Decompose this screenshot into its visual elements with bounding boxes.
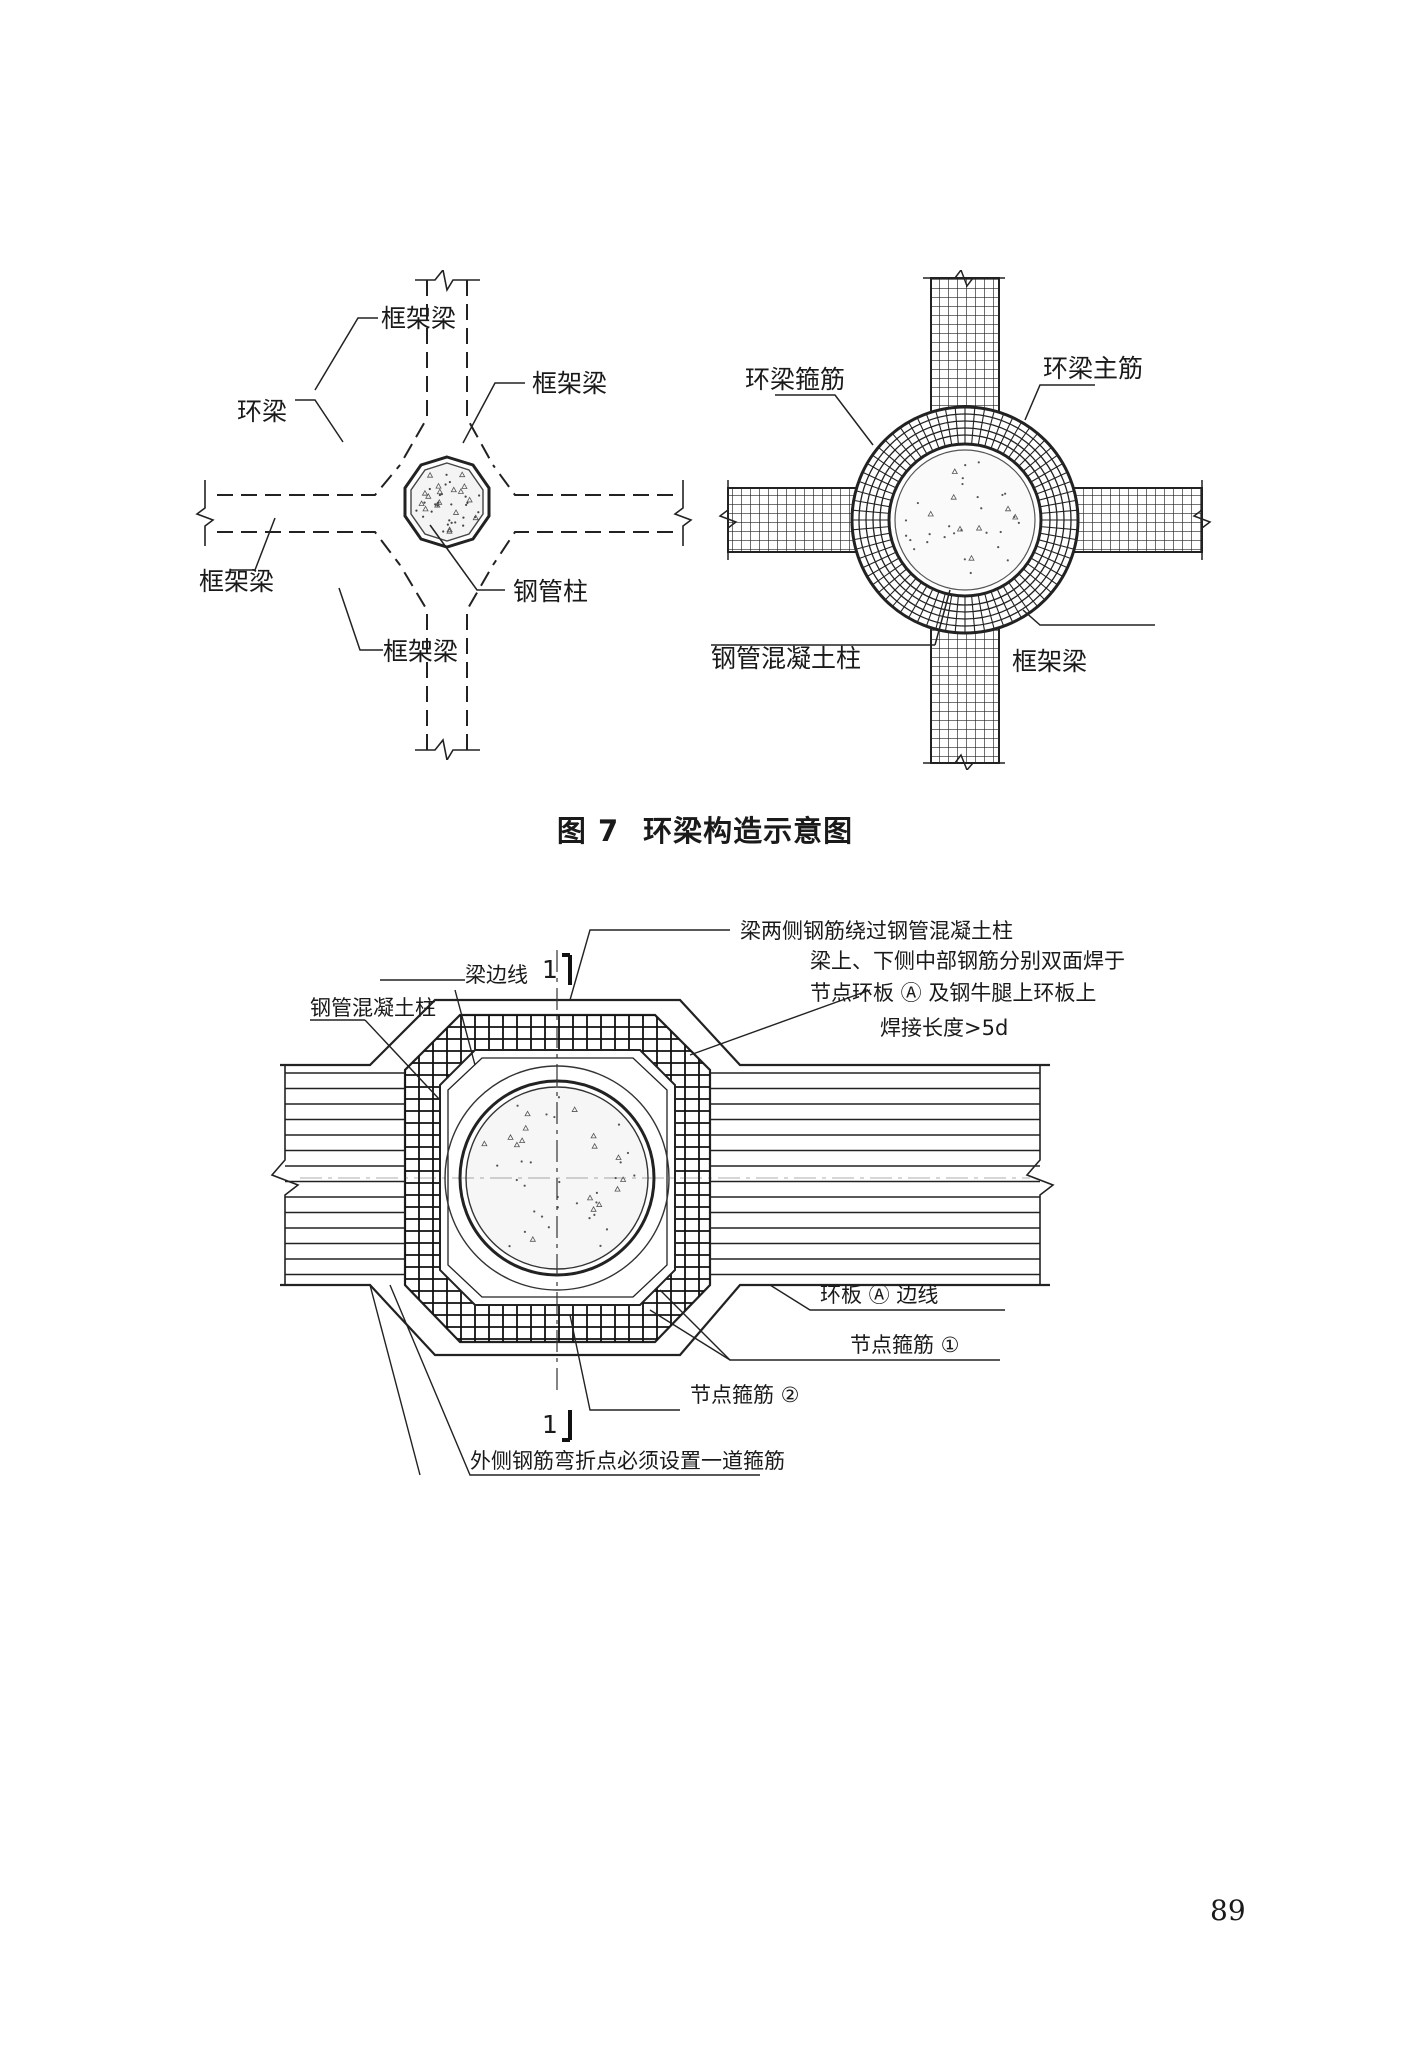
page-number: 89 xyxy=(1210,1894,1246,1927)
label-frame-beam-right: 框架梁 xyxy=(532,369,607,398)
label-ring-stirrup: 环梁箍筋 xyxy=(745,365,845,394)
caption-number: 图 7 xyxy=(556,814,620,848)
ring-beam-reinforcement-schematic: 环梁箍筋 环梁主筋 钢管混凝土柱 框架梁 xyxy=(711,270,1212,770)
label-cfst-column: 钢管混凝土柱 xyxy=(711,644,861,673)
label-ring-plate-edge: 环板 Ⓐ 边线 xyxy=(820,1283,938,1307)
label-steel-column: 钢管柱 xyxy=(513,577,588,606)
section-mark-top: 1 xyxy=(542,955,558,984)
label-frame-beam-left: 框架梁 xyxy=(199,567,274,596)
ring-beam-plan-schematic: 框架梁 环梁 框架梁 框架梁 钢管柱 框架梁 xyxy=(195,270,693,760)
label-node-stirrup-1: 节点箍筋 ① xyxy=(850,1333,960,1357)
label-frame-beam-bottom: 框架梁 xyxy=(383,637,458,666)
label-bars-around-column: 梁两侧钢筋绕过钢管混凝土柱 xyxy=(740,919,1013,943)
label-outer-bar-note: 外侧钢筋弯折点必须设置一道箍筋 xyxy=(470,1449,785,1473)
section-mark-bottom: 1 xyxy=(542,1410,558,1439)
label-weld-note-3: 焊接长度>5d xyxy=(880,1016,1008,1040)
ring-beam-band xyxy=(850,405,1080,635)
label-ring-main-bar: 环梁主筋 xyxy=(1043,354,1143,383)
label-weld-note-2: 节点环板 Ⓐ 及钢牛腿上环板上 xyxy=(810,981,1096,1005)
label-frame-beam: 框架梁 xyxy=(1012,647,1087,676)
caption-title: 环梁构造示意图 xyxy=(643,814,854,848)
label-beam-edge: 梁边线 xyxy=(465,963,528,987)
label-weld-note-1: 梁上、下侧中部钢筋分别双面焊于 xyxy=(810,949,1125,973)
label-ring-beam: 环梁 xyxy=(237,397,287,426)
label-node-stirrup-2: 节点箍筋 ② xyxy=(690,1383,800,1407)
steel-column-outline xyxy=(403,455,491,549)
figure-caption: 图 7 环梁构造示意图 xyxy=(0,808,1410,850)
label-cfst-column-bottom: 钢管混凝土柱 xyxy=(310,996,436,1020)
label-frame-beam-top: 框架梁 xyxy=(381,304,456,333)
beam-column-joint-detail: 1 1 梁两侧钢筋绕过钢管混凝土柱 梁边线 钢管混凝土柱 梁上、下侧中部钢筋分别… xyxy=(270,919,1125,1476)
